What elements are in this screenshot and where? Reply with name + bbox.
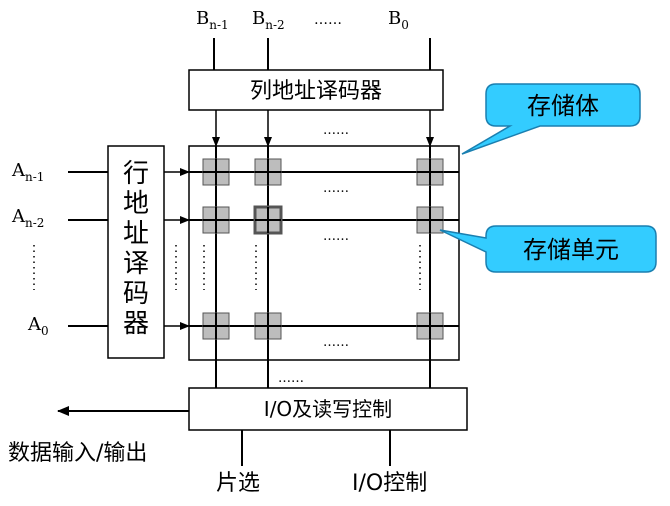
row-addr-label-an2: An-2: [11, 206, 44, 230]
array-ellipsis-row1: ……: [323, 181, 349, 196]
svg-text:码: 码: [123, 279, 149, 309]
row-addr-label-an1: An-1: [11, 160, 44, 184]
column-decoder-box: [188, 69, 444, 111]
column-decoder-label: 列地址译码器: [250, 79, 382, 104]
callout-storage-body-text: 存储体: [527, 92, 599, 120]
svg-text:行: 行: [123, 159, 149, 189]
col-select-ellipsis: ……: [323, 123, 349, 138]
svg-text:地: 地: [123, 189, 149, 219]
data-io-label: 数据输入/输出: [8, 441, 147, 466]
svg-text:址: 址: [123, 219, 149, 249]
row-decoder-box: [107, 145, 165, 359]
col-addr-label-b0: B0: [388, 8, 409, 32]
chip-select-label: 片选: [216, 471, 260, 496]
row-addr-label-a0: A0: [27, 314, 49, 338]
io-control-label: I/O及读写控制: [264, 397, 392, 421]
storage-cells: [202, 158, 444, 340]
col-addr-label-bn2: Bn-2: [252, 8, 285, 32]
array-ellipsis-row2: ……: [323, 229, 349, 244]
io-control-box: [188, 387, 468, 431]
row-decoder-label: 行 地 址 译 码 器: [123, 159, 149, 339]
callout-storage-cell: [439, 225, 657, 273]
io-bit-ellipsis: ……: [278, 371, 304, 386]
col-addr-ellipsis: ……: [314, 12, 342, 28]
svg-text:译: 译: [123, 249, 149, 279]
storage-array-box: [188, 145, 460, 361]
io-control-input-label: I/O控制: [352, 471, 427, 496]
array-ellipsis-row3: ……: [323, 335, 349, 350]
svg-text:器: 器: [123, 309, 149, 339]
callout-storage-body: [461, 83, 641, 155]
callout-storage-cell-text: 存储单元: [523, 236, 619, 264]
col-addr-label-bn1: Bn-1: [196, 8, 229, 32]
